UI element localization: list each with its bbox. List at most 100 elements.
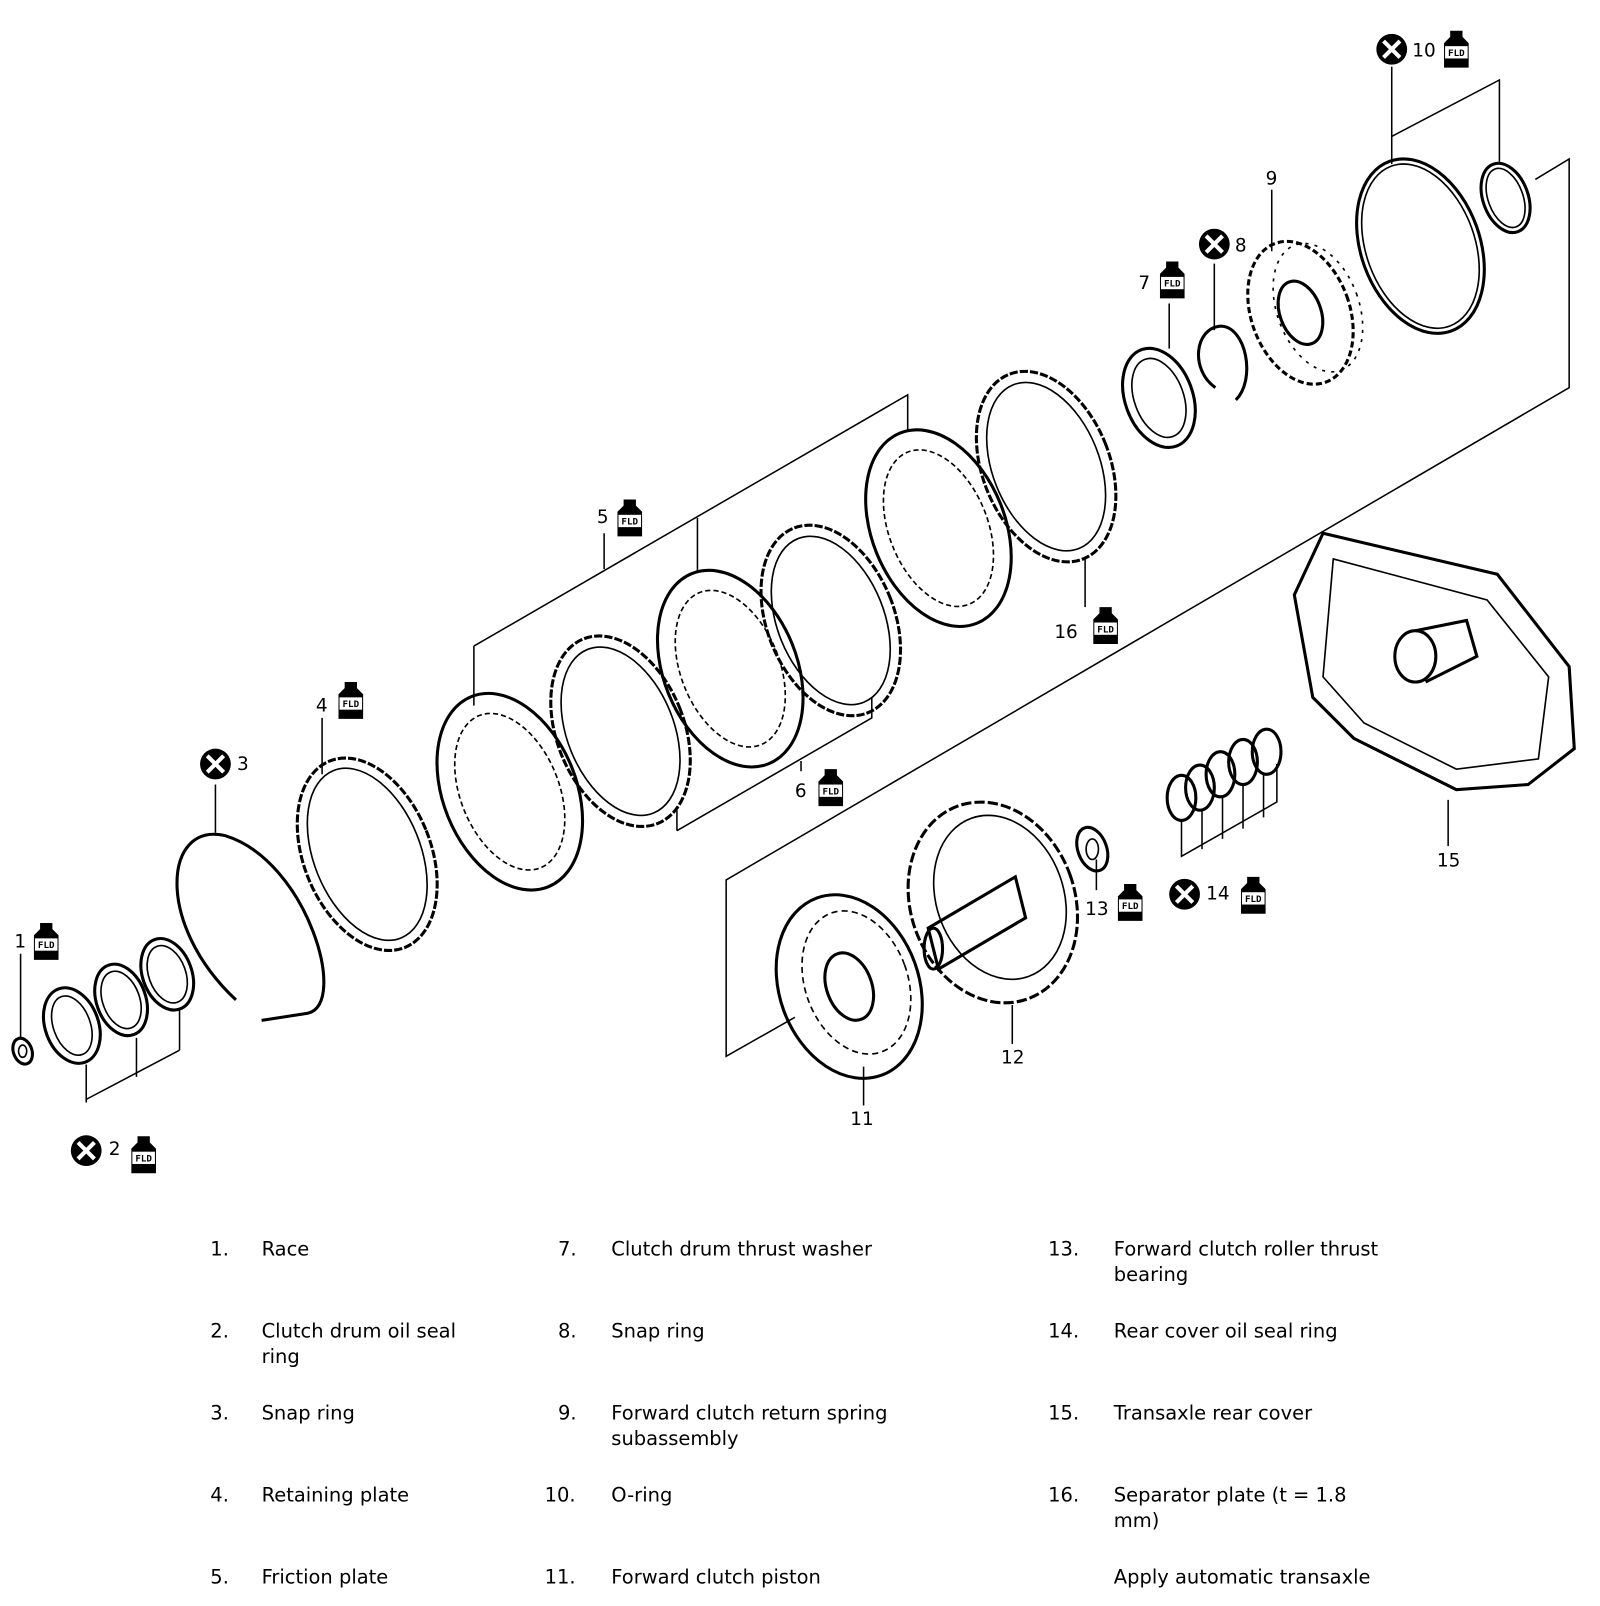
svg-text:13.: 13.: [1048, 1237, 1079, 1260]
svg-text:15.: 15.: [1048, 1401, 1079, 1424]
part-clutch-plates: [435, 369, 1118, 892]
fld-label-text: FLD: [1245, 894, 1262, 905]
callout-8: 8: [1199, 229, 1247, 260]
svg-text:14: 14: [1206, 883, 1229, 904]
part-clutch-drum-oil-seal-rings: [41, 937, 196, 1065]
fld-label-text: FLD: [1097, 624, 1114, 635]
fld-bottle-icon: FLD: [617, 499, 643, 537]
fld-label-background: [1118, 899, 1142, 912]
fld-label-text: FLD: [342, 699, 359, 710]
legend-item-8: 8.Snap ring: [558, 1319, 705, 1342]
svg-text:10.: 10.: [545, 1483, 576, 1506]
svg-text:Apply automatic transaxle: Apply automatic transaxle: [1114, 1565, 1371, 1588]
fld-bottle-icon: FLD: [33, 922, 59, 960]
legend-item-10: 10. O-ring: [545, 1483, 673, 1506]
fld-label-text: FLD: [822, 786, 839, 797]
fld-bottle-icon: FLD: [338, 681, 364, 719]
callout-13: 13 FLD: [1085, 884, 1143, 921]
fld-label-text: FLD: [621, 517, 638, 528]
svg-text:13: 13: [1085, 899, 1108, 920]
callout-9: 9: [1266, 169, 1278, 190]
svg-text:3: 3: [237, 754, 249, 775]
svg-text:ring: ring: [262, 1345, 300, 1368]
svg-text:bearing: bearing: [1114, 1263, 1188, 1286]
callout-12: 12: [1001, 1047, 1024, 1068]
fld-label-text: FLD: [135, 1153, 152, 1164]
svg-text:16: 16: [1054, 622, 1077, 643]
svg-text:11: 11: [850, 1109, 873, 1130]
svg-text:Clutch drum thrust washer: Clutch drum thrust washer: [611, 1237, 872, 1260]
fld-label-background: [34, 938, 58, 951]
svg-text:Transaxle rear cover: Transaxle rear cover: [1113, 1401, 1312, 1424]
svg-text:Snap ring: Snap ring: [611, 1319, 704, 1342]
svg-text:9.: 9.: [558, 1401, 577, 1424]
legend-item-3: 3. Snap ring: [210, 1401, 355, 1424]
legend-item-16: 16.Separator plate (t = 1.8mm): [1048, 1483, 1346, 1532]
fld-label-text: FLD: [38, 940, 55, 951]
legend-item-14: 14.Rear cover oil seal ring: [1048, 1319, 1337, 1342]
fld-bottle-icon: FLD: [1159, 261, 1185, 299]
callout-3: 3: [200, 749, 249, 780]
callout-11: 11: [850, 1109, 873, 1130]
svg-text:4.: 4.: [210, 1483, 229, 1506]
legend-item-5: 5. Friction plate: [210, 1565, 388, 1588]
legend-item-7: 7. Clutch drum thrust washer: [558, 1237, 872, 1260]
svg-text:2.: 2.: [210, 1319, 229, 1342]
legend-item-4: 4. Retaining plate: [210, 1483, 409, 1506]
svg-text:Retaining plate: Retaining plate: [262, 1483, 410, 1506]
svg-text:5.: 5.: [210, 1565, 229, 1588]
svg-text:11.: 11.: [545, 1565, 576, 1588]
part-clutch-drum: [906, 800, 1080, 1005]
part-o-rings: [1355, 157, 1532, 335]
fld-label-background: [132, 1151, 155, 1164]
x-circle-icon: [1376, 34, 1407, 65]
svg-text:mm): mm): [1114, 1509, 1160, 1532]
fld-label-background: [1094, 622, 1117, 635]
callout-6: 6 FLD: [795, 769, 844, 807]
part-retaining-plate: [295, 756, 439, 952]
fld-bottle-icon: FLD: [1093, 607, 1118, 645]
fld-bottle-icon: FLD: [1444, 30, 1469, 68]
svg-text:Forward clutch piston: Forward clutch piston: [611, 1565, 821, 1588]
part-race: [11, 1036, 34, 1066]
svg-text:16.: 16.: [1048, 1483, 1079, 1506]
callout-15: 15: [1437, 851, 1460, 872]
fld-label-background: [339, 697, 363, 710]
svg-text:Race: Race: [262, 1237, 310, 1260]
svg-text:3.: 3.: [210, 1401, 229, 1424]
svg-text:1.: 1.: [210, 1237, 229, 1260]
svg-text:4: 4: [316, 696, 328, 717]
legend-note: Apply automatic transaxle: [1114, 1565, 1371, 1588]
legend-item-13: 13. Forward clutch roller thrust bearing: [1048, 1237, 1378, 1286]
fld-bottle-icon: FLD: [1117, 884, 1143, 921]
part-snap-ring-3: [175, 832, 326, 1022]
svg-text:Forward clutch roller thrust: Forward clutch roller thrust: [1114, 1237, 1379, 1260]
svg-text:10: 10: [1412, 40, 1435, 61]
fld-bottle-icon: FLD: [131, 1136, 156, 1174]
svg-text:Snap ring: Snap ring: [262, 1401, 355, 1424]
part-transaxle-rear-cover: [1292, 531, 1576, 792]
part-return-spring: [1246, 239, 1364, 386]
fld-bottle-icon: FLD: [1240, 876, 1266, 914]
fld-label-text: FLD: [1448, 48, 1465, 59]
svg-text:6: 6: [795, 781, 807, 802]
svg-text:O-ring: O-ring: [611, 1483, 672, 1506]
legend-item-15: 15. Transaxle rear cover: [1048, 1401, 1312, 1424]
fld-label-background: [1242, 892, 1265, 905]
part-roller-thrust-bearing: [1075, 825, 1110, 873]
x-circle-icon: [1199, 229, 1230, 260]
svg-text:15: 15: [1437, 851, 1460, 872]
svg-text:Rear cover oil seal ring: Rear cover oil seal ring: [1114, 1319, 1338, 1342]
svg-text:2: 2: [109, 1139, 121, 1160]
svg-text:7.: 7.: [558, 1237, 577, 1260]
svg-text:8: 8: [1235, 235, 1247, 256]
svg-text:1: 1: [14, 932, 26, 953]
svg-text:Friction plate: Friction plate: [262, 1565, 389, 1588]
x-circle-icon: [1169, 879, 1200, 910]
